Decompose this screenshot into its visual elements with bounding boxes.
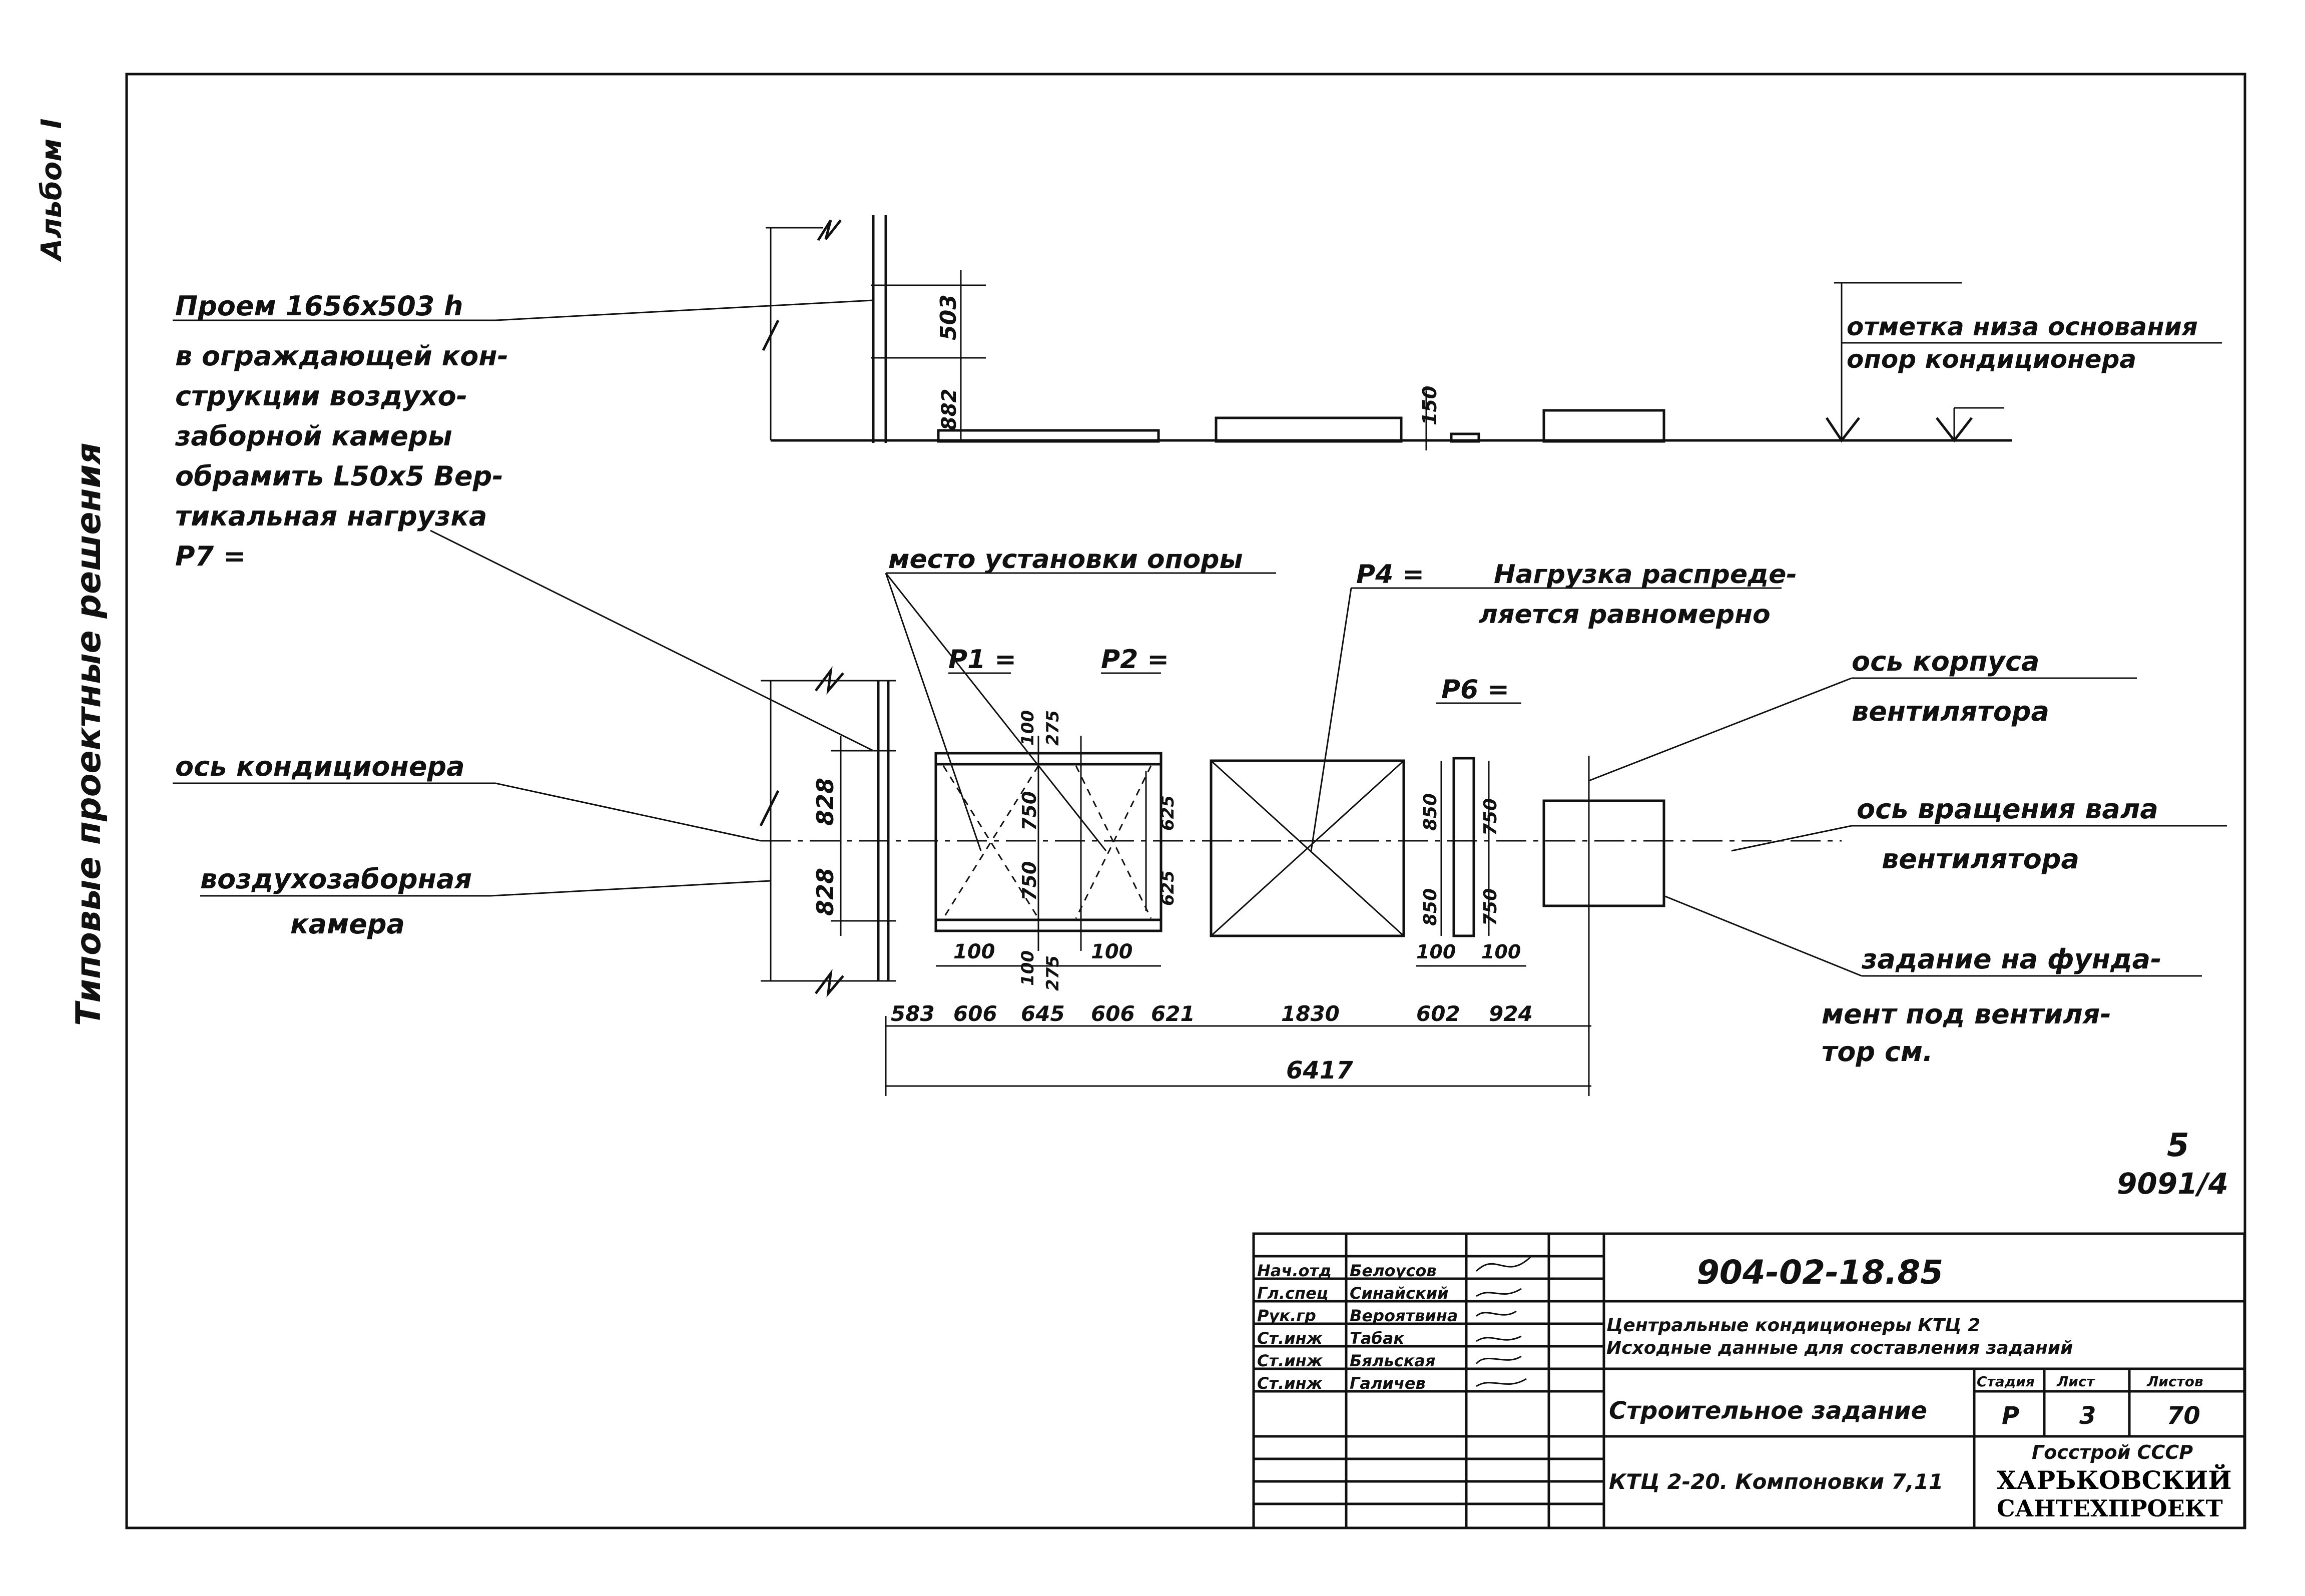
foundation-line2: мент под вентиля- [1822, 998, 2111, 1030]
dim-606-b: 606 [1091, 1001, 1135, 1026]
dim-625-b: 625 [1158, 870, 1178, 906]
opening-line6: тикальная нагрузка [175, 500, 487, 532]
staff-role-1: Нач.отд [1257, 1261, 1332, 1280]
dim-100-left: 100 [953, 940, 995, 963]
drawing-name: Строительное задание [1609, 1397, 1927, 1425]
support-place-label: место установки опоры [888, 545, 1243, 575]
stage-value: Р [2002, 1402, 2019, 1430]
shaft-axis-line2: вентилятора [1882, 843, 2079, 875]
dim-275-top: 275 [1043, 710, 1063, 746]
sheet-mark-code: 9091/4 [2117, 1167, 2228, 1201]
elevation-view: 503 882 150 отметка низа основания опор … [762, 215, 2222, 450]
dim-621: 621 [1151, 1001, 1195, 1026]
stage-header: Стадия [1977, 1373, 2035, 1390]
org-line1: Госстрой СССР [2032, 1441, 2193, 1463]
opening-line1: Проем 1656х503 h [175, 290, 463, 322]
staff-name-4: Табак [1350, 1329, 1405, 1348]
opening-line2: в ограждающей кон- [175, 340, 508, 372]
dim-150: 150 [1419, 386, 1441, 425]
opening-line7: Р7 = [175, 541, 246, 572]
staff-role-6: Ст.инж [1257, 1374, 1323, 1393]
dim-850-b: 850 [1420, 888, 1441, 926]
dim-606-a: 606 [953, 1001, 997, 1026]
dim-1830: 1830 [1281, 1001, 1340, 1026]
dim-882: 882 [938, 389, 961, 431]
dim-750-b: 750 [1018, 861, 1040, 901]
distributed-line1: Нагрузка распреде- [1494, 560, 1797, 590]
sheet-header: Лист [2056, 1373, 2095, 1390]
dim-100-top: 100 [1018, 710, 1038, 746]
plan-view: 828 828 100 275 750 750 625 625 100 100 … [759, 666, 1842, 1096]
dim-750-d: 750 [1480, 888, 1501, 926]
opening-line5: обрамить L50х5 Вер- [175, 460, 503, 492]
shaft-axis-line1: ось вращения вала [1857, 793, 2158, 825]
dim-850-a: 850 [1420, 793, 1441, 831]
dim-100-p6a: 100 [1416, 941, 1456, 963]
axis-conditioner-label: ось кондиционера [175, 751, 465, 782]
opening-line4: заборной камеры [175, 420, 452, 452]
dim-924: 924 [1489, 1001, 1533, 1026]
opening-line3: струкции воздухо- [175, 380, 467, 412]
sheet-mark-number: 5 [2167, 1127, 2189, 1164]
staff-name-6: Галичев [1350, 1374, 1426, 1393]
fan-axis-line2: вентилятора [1852, 696, 2049, 727]
dim-828-top: 828 [812, 778, 839, 826]
dim-275-bottom: 275 [1043, 955, 1063, 991]
staff-name-5: Бяльская [1350, 1351, 1435, 1370]
dim-828-bottom: 828 [812, 868, 839, 916]
sheets-header: Листов [2146, 1373, 2203, 1390]
staff-role-2: Гл.спец [1257, 1284, 1328, 1303]
bottom-mark-line2: опор кондиционера [1847, 345, 2136, 374]
dim-100-mid: 100 [1018, 950, 1038, 986]
staff-name-1: Белоусов [1350, 1261, 1437, 1280]
dim-583: 583 [891, 1001, 935, 1026]
margin-note: Альбом I [36, 119, 68, 262]
p6-label: Р6 = [1441, 675, 1509, 705]
doc-number: 904-02-18.85 [1696, 1253, 1943, 1292]
bottom-mark-line1: отметка низа основания [1847, 312, 2198, 341]
drawing-sub: КТЦ 2-20. Компоновки 7,11 [1609, 1469, 1943, 1494]
signatures [1475, 1255, 1532, 1387]
fan-axis-line1: ось корпуса [1852, 646, 2039, 677]
staff-role-4: Ст.инж [1257, 1329, 1323, 1348]
description-1: Центральные кондиционеры КТЦ 2 [1606, 1315, 1980, 1336]
staff-role-5: Ст.инж [1257, 1351, 1323, 1370]
dim-100-p6b: 100 [1481, 941, 1521, 963]
description-2: Исходные данные для составления заданий [1606, 1338, 2073, 1358]
dim-503: 503 [936, 294, 961, 340]
dim-602: 602 [1416, 1001, 1460, 1026]
sheets-value: 70 [2167, 1402, 2200, 1430]
dim-645: 645 [1021, 1001, 1065, 1026]
org-line2: ХАРЬКОВСКИЙ [1997, 1463, 2231, 1495]
side-title: Типовые проектные решения [69, 442, 109, 1026]
callouts: Проем 1656х503 h в ограждающей кон- стру… [173, 290, 2227, 1068]
sheet-value: 3 [2079, 1402, 2096, 1430]
air-chamber-line2: камера [290, 908, 405, 940]
staff-name-3: Вероятвина [1350, 1306, 1458, 1325]
air-chamber-line1: воздухозаборная [200, 863, 472, 895]
foundation-line1: задание на фунда- [1861, 943, 2162, 975]
dim-750-c: 750 [1480, 798, 1501, 836]
dim-6417: 6417 [1286, 1056, 1353, 1085]
dim-750-a: 750 [1018, 791, 1040, 831]
p4-label: Р4 = [1356, 560, 1424, 590]
p1-label: Р1 = [948, 645, 1016, 675]
org-line3: САНТЕХПРОЕКТ [1997, 1495, 2223, 1522]
sheet-frame [125, 73, 2246, 1529]
title-block: Нач.отд Белоусов Гл.спец Синайский Рук.г… [1252, 1232, 2246, 1529]
foundation-line3: тор см. [1822, 1036, 1933, 1068]
staff-role-3: Рук.гр [1257, 1306, 1316, 1325]
dim-625-a: 625 [1158, 795, 1178, 831]
p2-label: Р2 = [1101, 645, 1169, 675]
distributed-line2: ляется равномерно [1479, 600, 1771, 630]
staff-name-2: Синайский [1350, 1284, 1449, 1303]
dim-100-right: 100 [1091, 940, 1133, 963]
